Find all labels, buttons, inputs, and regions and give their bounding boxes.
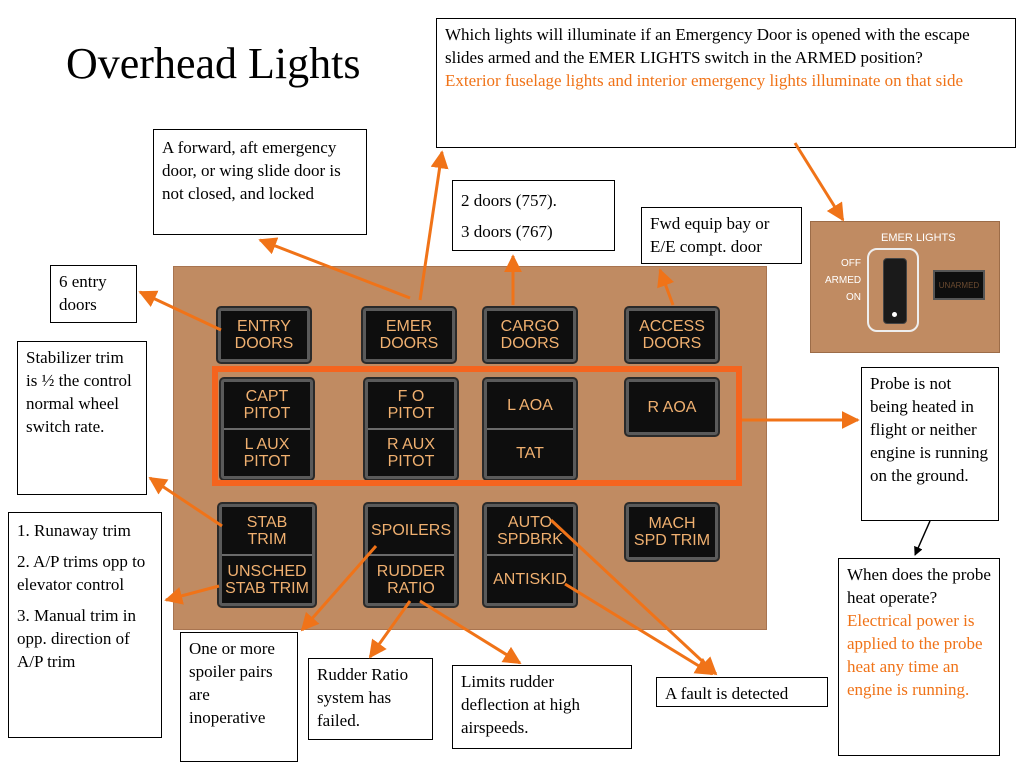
tat-label: TAT	[487, 428, 573, 476]
stab-trim-light: STAB TRIM UNSCHED STAB TRIM	[219, 504, 315, 606]
access-doors-label: ACCESS DOORS	[639, 318, 705, 352]
l-aux-pitot-label: L AUX PITOT	[224, 428, 310, 476]
unarmed-light: UNARMED	[933, 270, 985, 300]
cargo-doors-callout: 2 doors (757). 3 doors (767)	[452, 180, 615, 251]
arrow-antiskid-to-fault	[564, 582, 714, 676]
fo-pitot-light: F O PITOT R AUX PITOT	[365, 379, 457, 479]
probe-heat-highlight-box	[212, 366, 742, 486]
emer-doors-label: EMER DOORS	[379, 318, 439, 352]
emer-off-label: OFF	[841, 258, 861, 269]
unsched-cause-2: 2. A/P trims opp to elevator control	[17, 552, 146, 594]
stab-trim-callout: Stabilizer trim is ½ the control normal …	[17, 341, 147, 495]
switch-toggle[interactable]	[883, 258, 907, 324]
capt-pitot-light: CAPT PITOT L AUX PITOT	[221, 379, 313, 479]
cargo-count-767: 3 doors (767)	[461, 222, 553, 241]
arrow-unsched-to-callout	[164, 584, 220, 605]
emer-lights-switch[interactable]	[867, 248, 919, 332]
r-aoa-label: R AOA	[647, 398, 697, 416]
cargo-doors-light: CARGO DOORS	[484, 308, 576, 362]
rudder-ratio-label: RUDDER RATIO	[368, 554, 454, 603]
probe-heat-callout: Probe is not being heated in flight or n…	[861, 367, 999, 521]
arrow-access-to-callout	[657, 268, 675, 306]
arrow-entry-to-callout	[138, 290, 222, 332]
r-aux-pitot-label: R AUX PITOT	[368, 428, 454, 476]
emer-lights-question: Which lights will illuminate if an Emerg…	[445, 25, 970, 67]
capt-pitot-label: CAPT PITOT	[243, 388, 291, 422]
mach-spd-trim-label: MACH SPD TRIM	[633, 515, 711, 549]
aoa-tat-light: L AOA TAT	[484, 379, 576, 479]
access-doors-callout: Fwd equip bay or E/E compt. door	[641, 207, 802, 264]
switch-indicator-dot	[892, 312, 897, 317]
rudder-limit-callout: Limits rudder deflection at high airspee…	[452, 665, 632, 749]
probe-heat-question: When does the probe heat operate?	[847, 565, 991, 607]
fault-callout: A fault is detected	[656, 677, 828, 707]
probe-heat-question-callout: When does the probe heat operate? Electr…	[838, 558, 1000, 756]
stab-trim-label: STAB TRIM	[246, 513, 288, 548]
emer-doors-light: EMER DOORS	[363, 308, 455, 362]
entry-doors-label: ENTRY DOORS	[234, 318, 294, 352]
arrow-question-to-emer-switch	[793, 142, 845, 222]
unsched-cause-3: 3. Manual trim in opp. direction of A/P …	[17, 606, 136, 671]
emer-armed-label: ARMED	[825, 275, 862, 286]
auto-spdbrk-label: AUTO SPDBRK	[497, 513, 563, 548]
access-doors-light: ACCESS DOORS	[626, 308, 718, 362]
arrow-stab-trim-to-callout	[148, 476, 223, 528]
emer-on-label: ON	[846, 292, 861, 303]
auto-spdbrk-light: AUTO SPDBRK ANTISKID	[484, 504, 576, 606]
emer-lights-panel: EMER LIGHTS OFF ARMED ON UNARMED	[810, 221, 1000, 353]
probe-heat-answer: Electrical power is applied to the probe…	[847, 611, 983, 699]
emer-lights-title: EMER LIGHTS	[881, 232, 956, 244]
arrow-emer-doors-to-callout	[258, 237, 411, 300]
r-aoa-light: R AOA	[626, 379, 718, 435]
page-title: Overhead Lights	[66, 39, 361, 88]
spoilers-label: SPOILERS	[370, 522, 452, 539]
cargo-count-757: 2 doors (757).	[461, 191, 557, 210]
antiskid-label: ANTISKID	[487, 554, 573, 603]
entry-doors-light: ENTRY DOORS	[218, 308, 310, 362]
entry-doors-callout: 6 entry doors	[50, 265, 137, 323]
unsched-stab-trim-label: UNSCHED STAB TRIM	[222, 554, 312, 603]
arrow-rudder-ratio-to-limit-callout	[419, 599, 522, 665]
arrow-rudder-ratio-to-callout	[368, 600, 412, 659]
mach-spd-trim-light: MACH SPD TRIM	[626, 504, 718, 560]
arrow-auto-spdbrk-to-fault	[549, 518, 718, 676]
unsched-cause-1: 1. Runaway trim	[17, 521, 131, 540]
emer-door-callout: A forward, aft emergency door, or wing s…	[153, 129, 367, 235]
arrow-spoilers-to-callout	[300, 545, 378, 632]
unsched-stab-trim-callout: 1. Runaway trim 2. A/P trims opp to elev…	[8, 512, 162, 738]
arrow-probe-callout-to-question	[914, 520, 931, 556]
arrow-emer-doors-to-question	[418, 150, 449, 301]
spoilers-callout: One or more spoiler pairs are inoperativ…	[180, 632, 298, 762]
fo-pitot-label: F O PITOT	[387, 388, 435, 422]
l-aoa-label: L AOA	[507, 396, 553, 414]
cargo-doors-label: CARGO DOORS	[500, 318, 560, 352]
emer-lights-question-callout: Which lights will illuminate if an Emerg…	[436, 18, 1016, 148]
emer-lights-answer: Exterior fuselage lights and interior em…	[445, 71, 964, 90]
rudder-ratio-callout: Rudder Ratio system has failed.	[308, 658, 433, 740]
